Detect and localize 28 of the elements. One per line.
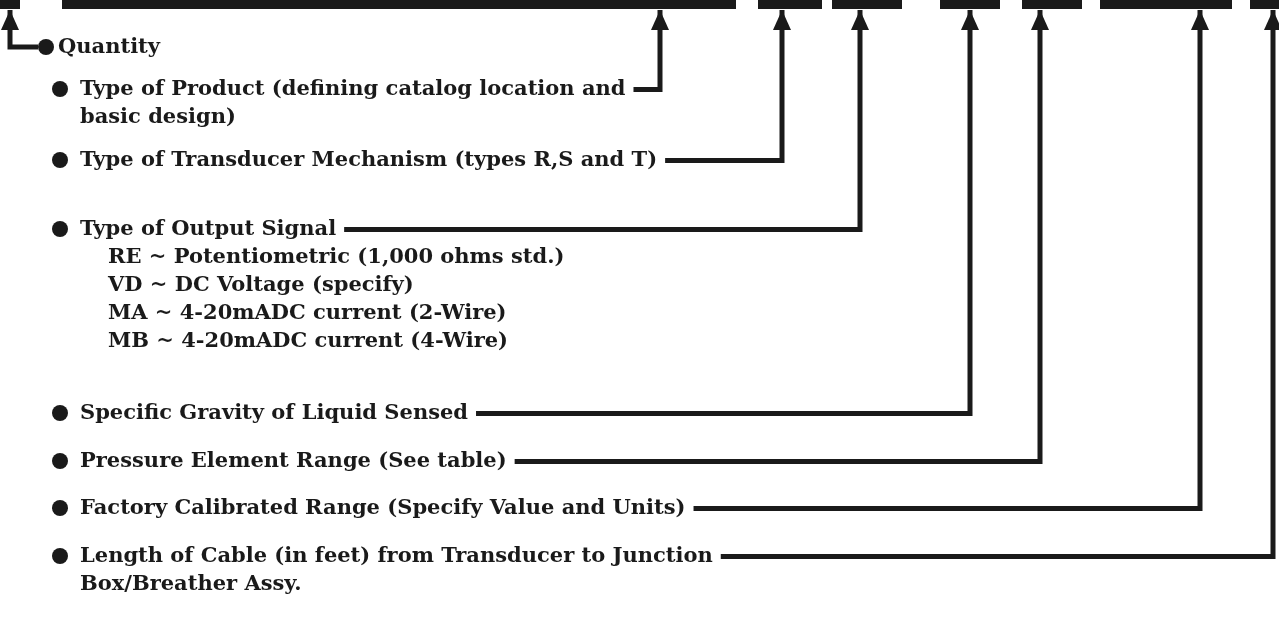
item-label: Specific Gravity of Liquid Sensed <box>80 398 470 426</box>
option-text: VD ~ DC Voltage (specify) <box>108 270 414 298</box>
leader-arrow <box>514 10 1049 464</box>
item-label: Type of Transducer Mechanism (types R,S and T) <box>80 145 659 173</box>
item-label: Pressure Element Range (See table) <box>80 446 508 474</box>
code-field-bar <box>1022 0 1082 9</box>
leader-arrow <box>344 10 869 232</box>
option-text: RE ~ Potentiometric (1,000 ohms std.) <box>108 242 565 270</box>
option-text: MA ~ 4-20mADC current (2-Wire) <box>108 298 507 326</box>
code-field-bar <box>832 0 902 9</box>
leader-arrow <box>633 10 669 92</box>
leader-arrow <box>665 10 791 163</box>
item-label: Type of Output Signal <box>80 214 338 242</box>
code-field-bar <box>758 0 822 9</box>
item-label: Length of Cable (in feet) from Transducer to Junction Box/Breather Assy. <box>80 541 714 597</box>
leader-arrow <box>720 10 1279 559</box>
code-field-bar <box>1100 0 1232 9</box>
code-field-bar <box>0 0 20 9</box>
code-field-bar <box>1250 0 1279 9</box>
item-label: Type of Product (defining catalog location and basic design) <box>80 74 627 130</box>
code-field-bar <box>62 0 736 9</box>
leader-arrow <box>476 10 979 416</box>
leader-arrow <box>693 10 1209 511</box>
item-label: Factory Calibrated Range (Specify Value and Units) <box>80 493 687 521</box>
option-text: MB ~ 4-20mADC current (4-Wire) <box>108 326 508 354</box>
item-label: Quantity <box>58 32 162 60</box>
leader-arrow <box>1 10 38 50</box>
code-field-bar <box>940 0 1000 9</box>
